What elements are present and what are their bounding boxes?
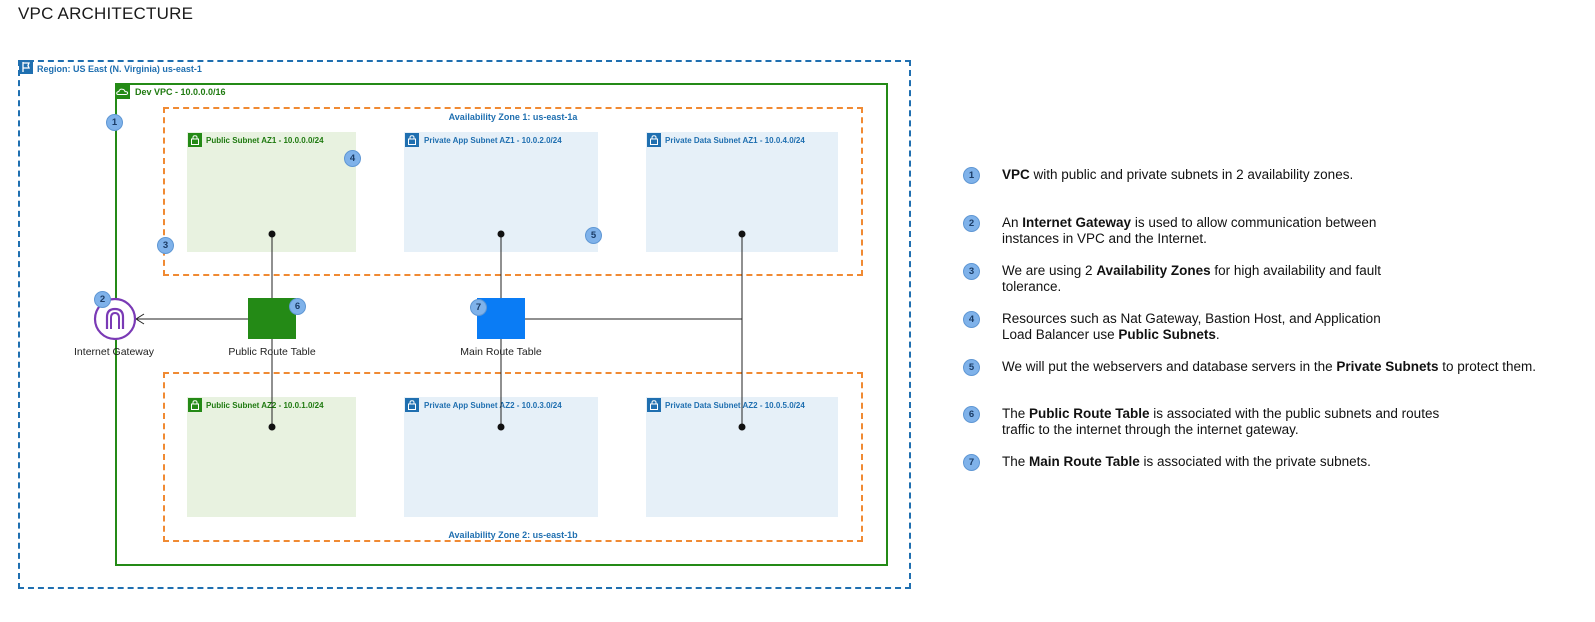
legend-text: The Public Route Table is associated wit…: [1002, 406, 1439, 438]
legend-plain-text: with public and private subnets in 2 ava…: [1029, 167, 1354, 182]
lock-icon: [188, 398, 202, 412]
legend-item: 5 We will put the webservers and databas…: [963, 359, 1536, 376]
internet-gateway-icon: [93, 297, 137, 341]
legend-plain-text: An: [1002, 215, 1023, 230]
legend-text: An Internet Gateway is used to allow com…: [1002, 215, 1376, 247]
legend-plain-text: tolerance.: [1002, 279, 1062, 294]
legend-badge: 3: [963, 263, 980, 280]
legend-bold-text: Internet Gateway: [1022, 215, 1132, 230]
internet-gateway-label: Internet Gateway: [74, 346, 154, 358]
availability-zone-2: [163, 372, 863, 542]
connection-dot: [497, 230, 505, 238]
page-title: VPC ARCHITECTURE: [18, 4, 194, 23]
connection-dot: [497, 423, 505, 431]
legend-plain-text: is associated with the private subnets.: [1139, 454, 1371, 469]
legend-plain-text: We are using 2: [1002, 263, 1097, 278]
legend-badge: 2: [963, 215, 980, 232]
legend-plain-text: is used to allow communication between: [1131, 215, 1377, 230]
connection-dot: [738, 230, 746, 238]
legend-bold-text: Public Route Table: [1029, 406, 1150, 421]
legend-plain-text: for high availability and fault: [1210, 263, 1381, 278]
legend-plain-text: Resources such as Nat Gateway, Bastion H…: [1002, 311, 1381, 326]
legend-plain-text: is associated with the public subnets an…: [1149, 406, 1440, 421]
legend-item: 2 An Internet Gateway is used to allow c…: [963, 215, 1376, 247]
legend-badge: 5: [963, 359, 980, 376]
badge-3: 3: [157, 237, 174, 254]
legend-text: Resources such as Nat Gateway, Bastion H…: [1002, 311, 1381, 343]
badge-4: 4: [344, 150, 361, 167]
legend-item: 7 The Main Route Table is associated wit…: [963, 454, 1371, 471]
availability-zone-1: [163, 107, 863, 276]
lock-icon: [647, 133, 661, 147]
legend-bold-text: Public Subnets: [1118, 327, 1216, 342]
legend-text: The Main Route Table is associated with …: [1002, 454, 1371, 470]
legend-badge: 6: [963, 406, 980, 423]
public-route-table: [248, 298, 296, 339]
legend-text: VPC with public and private subnets in 2…: [1002, 167, 1353, 183]
availability-zone-1-label: Availability Zone 1: us-east-1a: [448, 112, 578, 122]
badge-5: 5: [585, 227, 602, 244]
connection-dot: [268, 230, 276, 238]
region-container: [18, 60, 911, 589]
lock-icon: [405, 398, 419, 412]
region-label: Region: US East (N. Virginia) us-east-1: [37, 64, 202, 74]
private-data-subnet-az1-label: Private Data Subnet AZ1 - 10.0.4.0/24: [665, 136, 805, 145]
legend-item: 1 VPC with public and private subnets in…: [963, 167, 1353, 184]
legend-text: We are using 2 Availability Zones for hi…: [1002, 263, 1381, 295]
legend-item: 6 The Public Route Table is associated w…: [963, 406, 1439, 438]
badge-7: 7: [470, 299, 487, 316]
lock-icon: [405, 133, 419, 147]
badge-2: 2: [94, 291, 111, 308]
legend-text: We will put the webservers and database …: [1002, 359, 1536, 375]
legend-plain-text: instances in VPC and the Internet.: [1002, 231, 1207, 246]
legend-item: 3 We are using 2 Availability Zones for …: [963, 263, 1381, 295]
legend-badge: 7: [963, 454, 980, 471]
private-data-subnet-az2-label: Private Data Subnet AZ2 - 10.0.5.0/24: [665, 401, 805, 410]
legend-plain-text: The: [1002, 454, 1030, 469]
vpc-label: Dev VPC - 10.0.0.0/16: [135, 87, 226, 97]
main-route-table-label: Main Route Table: [460, 346, 542, 358]
flag-icon: [19, 60, 33, 74]
legend-plain-text: We will put the webservers and database …: [1002, 359, 1337, 374]
legend-plain-text: The: [1002, 406, 1030, 421]
legend-bold-text: Main Route Table: [1029, 454, 1140, 469]
badge-1: 1: [106, 114, 123, 131]
legend-plain-text: to protect them.: [1438, 359, 1537, 374]
connection-dot: [738, 423, 746, 431]
availability-zone-2-label: Availability Zone 2: us-east-1b: [448, 530, 578, 540]
legend-plain-text: .: [1215, 327, 1220, 342]
connection-dot: [268, 423, 276, 431]
private-app-subnet-az1-label: Private App Subnet AZ1 - 10.0.2.0/24: [424, 136, 562, 145]
legend-badge: 4: [963, 311, 980, 328]
legend-badge: 1: [963, 167, 980, 184]
legend-plain-text: traffic to the internet through the inte…: [1002, 422, 1299, 437]
lock-icon: [647, 398, 661, 412]
public-subnet-az1-label: Public Subnet AZ1 - 10.0.0.0/24: [206, 136, 324, 145]
legend-plain-text: Load Balancer use: [1002, 327, 1119, 342]
badge-6: 6: [289, 298, 306, 315]
cloud-icon: [115, 84, 130, 99]
public-subnet-az2-label: Public Subnet AZ2 - 10.0.1.0/24: [206, 401, 324, 410]
legend-bold-text: Private Subnets: [1336, 359, 1439, 374]
legend-bold-text: VPC: [1002, 167, 1030, 182]
public-route-table-label: Public Route Table: [228, 346, 316, 358]
private-app-subnet-az2-label: Private App Subnet AZ2 - 10.0.3.0/24: [424, 401, 562, 410]
legend-bold-text: Availability Zones: [1096, 263, 1211, 278]
lock-icon: [188, 133, 202, 147]
legend-item: 4 Resources such as Nat Gateway, Bastion…: [963, 311, 1381, 343]
